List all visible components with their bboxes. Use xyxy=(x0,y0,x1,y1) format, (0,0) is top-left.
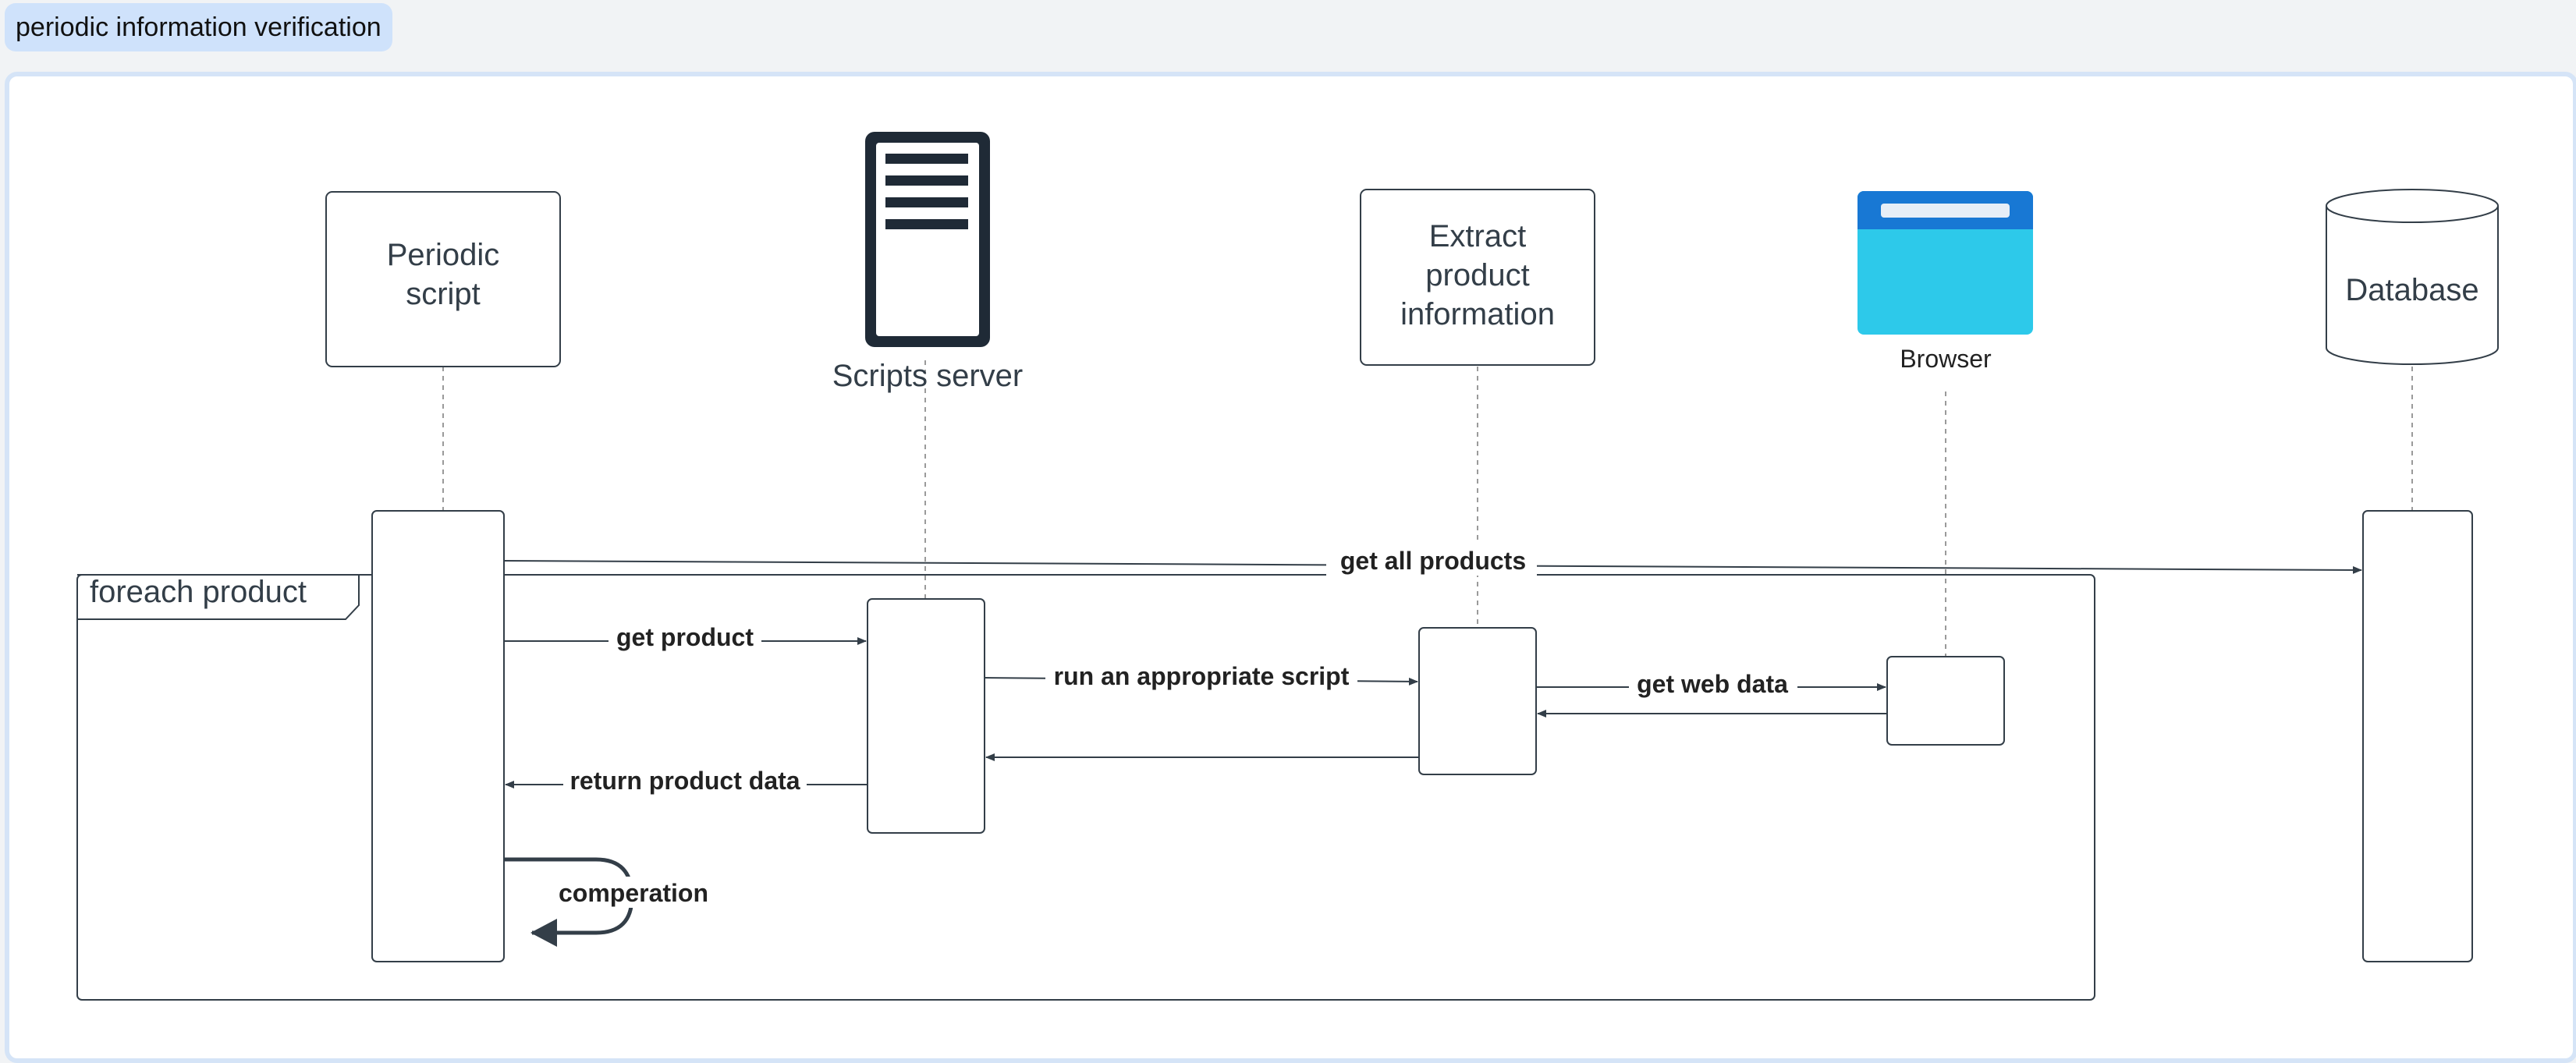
server-icon xyxy=(865,132,990,347)
diagram-title-tab[interactable]: periodic information verification xyxy=(5,3,392,51)
participant-extract-product-information[interactable]: Extract product information xyxy=(1360,189,1595,366)
activation-database xyxy=(2362,510,2473,962)
activation-browser xyxy=(1886,656,2005,746)
participant-browser[interactable]: Browser xyxy=(1857,191,2033,373)
browser-window-icon xyxy=(1857,191,2033,335)
browser-label: Browser xyxy=(1900,345,1992,373)
label-get-web-data: get web data xyxy=(1637,670,1788,698)
activation-extract xyxy=(1418,627,1537,775)
participant-scripts-server[interactable]: Scripts server xyxy=(832,132,1024,393)
periodic-script-line1: Periodic xyxy=(387,238,500,272)
activation-periodic-script xyxy=(371,510,505,962)
label-get-all-products: get all products xyxy=(1340,547,1526,575)
activation-bars xyxy=(371,510,2473,962)
message-labels: get all products get product run an appr… xyxy=(552,544,1797,908)
database-cylinder-icon xyxy=(2326,189,2499,223)
extract-line1: Extract xyxy=(1429,219,1526,253)
label-comperation: comperation xyxy=(559,879,708,907)
periodic-script-line2: script xyxy=(406,277,481,311)
participant-database[interactable]: Database xyxy=(2326,189,2499,365)
loop-label: foreach product xyxy=(90,575,307,609)
extract-line3: information xyxy=(1400,297,1555,331)
diagram-title: periodic information verification xyxy=(16,12,381,42)
activation-scripts-server xyxy=(867,598,985,834)
participant-periodic-script[interactable]: Periodic script xyxy=(325,191,561,367)
label-return-product-data: return product data xyxy=(569,767,800,795)
database-label: Database xyxy=(2345,273,2478,307)
label-get-product: get product xyxy=(616,623,754,651)
lifelines xyxy=(442,360,2413,657)
scripts-server-label: Scripts server xyxy=(832,359,1024,393)
label-run-script: run an appropriate script xyxy=(1054,662,1350,690)
loop-frame[interactable]: foreach product xyxy=(76,574,2095,1001)
extract-line2: product xyxy=(1425,258,1529,292)
